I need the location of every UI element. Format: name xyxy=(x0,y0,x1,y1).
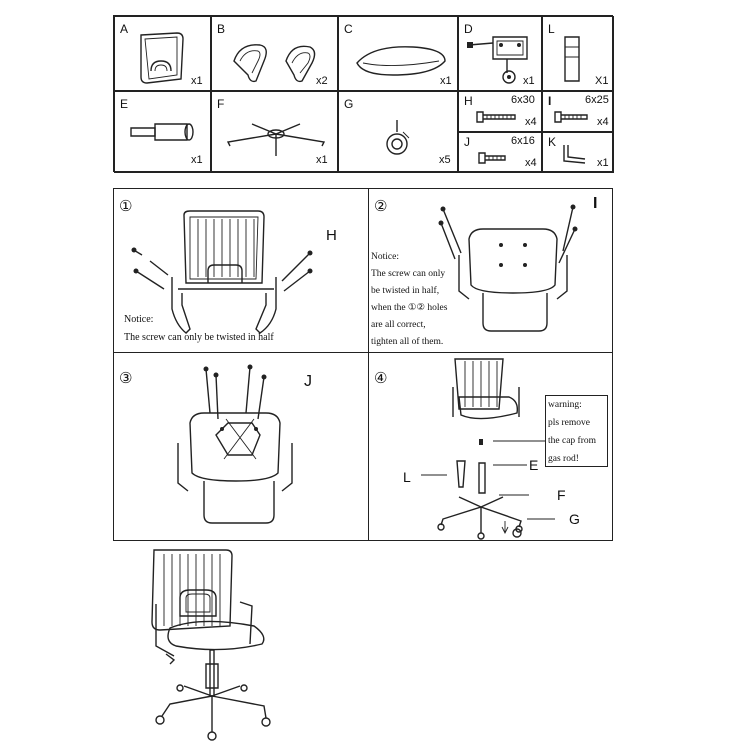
base-icon xyxy=(226,123,326,156)
part-cell-j: J 6x16 x4 xyxy=(458,132,542,173)
label-g: G xyxy=(569,511,580,527)
step-4-panel: ④ warning: pls remove the cap from gas r… xyxy=(368,352,613,541)
part-letter: G xyxy=(344,97,354,111)
part-letter: H xyxy=(464,94,473,108)
step-2-panel: ② I Notice: The screw can only be twiste… xyxy=(368,188,613,353)
screw-icon xyxy=(554,111,588,123)
part-cell-f: F x1 xyxy=(211,91,338,173)
part-cell-h: H 6x30 x4 xyxy=(458,91,542,132)
assembled-chair-drawing xyxy=(151,549,271,741)
step-1-notice: Notice: The screw can only be twisted in… xyxy=(124,311,364,347)
part-qty: x4 xyxy=(525,116,537,128)
mechanism-assembly-drawing xyxy=(177,364,293,524)
step-number: ① xyxy=(119,197,133,215)
part-letter: A xyxy=(120,22,129,36)
notice-line: when the ①② holes xyxy=(371,303,448,313)
part-cell-l: L X1 xyxy=(542,16,614,91)
parts-grid: A x1 B x2 C x1 D xyxy=(113,15,614,173)
part-size: 6x30 xyxy=(511,94,535,106)
part-letter: C xyxy=(344,22,353,36)
notice-line: tighten all of them. xyxy=(371,337,444,347)
part-qty: x1 xyxy=(523,75,535,87)
part-size: 6x16 xyxy=(511,135,535,147)
part-cell-g: G x5 xyxy=(338,91,458,173)
warning-line: pls remove xyxy=(548,418,590,428)
backrest-assembly-drawing xyxy=(131,210,313,334)
mechanism-icon xyxy=(467,36,528,84)
step-number: ② xyxy=(374,197,388,215)
part-qty: x1 xyxy=(191,154,203,166)
part-letter: J xyxy=(464,135,470,149)
part-cell-c: C x1 xyxy=(338,16,458,91)
part-cell-e: E x1 xyxy=(114,91,211,173)
notice-line: be twisted in half, xyxy=(371,286,440,296)
part-qty: x4 xyxy=(525,157,537,169)
part-letter: B xyxy=(217,22,226,36)
backrest-icon xyxy=(140,32,184,84)
part-letter: K xyxy=(548,135,557,149)
part-qty: x1 xyxy=(440,75,452,87)
part-letter: D xyxy=(464,22,473,36)
part-qty: x1 xyxy=(191,75,203,87)
step-2-notice: Notice: The screw can only be twisted in… xyxy=(371,249,461,351)
label-f: F xyxy=(557,487,566,503)
part-cell-i: I 6x25 x4 xyxy=(542,91,614,132)
part-qty: x2 xyxy=(316,75,328,87)
part-size: 6x25 xyxy=(585,94,609,106)
warning-line: warning: xyxy=(548,400,582,410)
notice-line: are all correct, xyxy=(371,320,426,330)
part-cell-d: D x1 xyxy=(458,16,542,91)
gas-rod-icon xyxy=(130,123,194,141)
part-qty: x5 xyxy=(439,154,451,166)
part-letter: L xyxy=(548,22,555,36)
armrest-icon xyxy=(233,44,316,83)
notice-line: Notice: xyxy=(371,252,399,262)
step-3-panel: ③ J xyxy=(113,352,369,541)
allen-key-icon xyxy=(563,145,586,164)
part-qty: x4 xyxy=(597,116,609,128)
callout-label: H xyxy=(326,227,337,244)
part-letter: E xyxy=(120,97,129,111)
part-cell-k: K x1 xyxy=(542,132,614,173)
part-letter: I xyxy=(548,94,552,108)
notice-line: The screw can only xyxy=(371,269,446,279)
label-l: L xyxy=(403,469,411,485)
seat-icon xyxy=(356,46,446,76)
step-number: ③ xyxy=(119,369,133,387)
label-e: E xyxy=(529,457,539,473)
screw-icon xyxy=(476,111,516,123)
warning-line: gas rod! xyxy=(548,454,579,464)
cover-icon xyxy=(564,36,580,82)
callout-label: I xyxy=(593,195,598,212)
part-letter: F xyxy=(217,97,225,111)
step-number: ④ xyxy=(374,369,388,387)
warning-line: the cap from xyxy=(548,436,597,446)
part-qty: x1 xyxy=(316,154,328,166)
callout-label: J xyxy=(304,373,312,390)
part-cell-a: A x1 xyxy=(114,16,211,91)
warning-box: warning: pls remove the cap from gas rod… xyxy=(545,395,608,467)
final-assembly-drawing xyxy=(437,358,523,540)
part-qty: X1 xyxy=(595,75,609,87)
leader-lines xyxy=(421,440,555,520)
seat-assembly-drawing xyxy=(438,204,578,332)
part-cell-b: B x2 xyxy=(211,16,338,91)
part-qty: x1 xyxy=(597,157,609,169)
screw-icon xyxy=(478,152,506,164)
caster-icon xyxy=(386,120,410,155)
notice-line: Notice: xyxy=(124,314,154,325)
notice-line: The screw can only be twisted in half xyxy=(124,332,274,343)
step-1-panel: ① H Notice: The screw can only be twiste… xyxy=(113,188,369,353)
